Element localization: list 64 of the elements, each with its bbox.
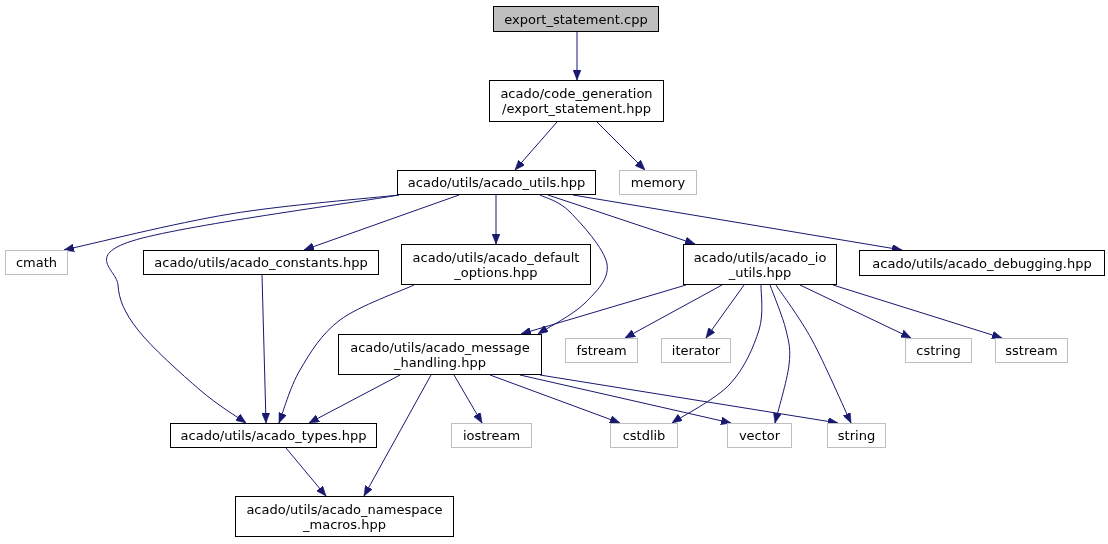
system-header-box [451, 423, 532, 448]
dependency-arrow [308, 374, 401, 424]
file-name: cstdlib [622, 428, 666, 443]
file-name: acado/utils/acado_default _options.hpp [411, 249, 581, 280]
file-name: cmath [15, 255, 58, 270]
dependency-arrow [491, 194, 501, 245]
dependency-arrow [106, 194, 400, 424]
system-header-box [610, 423, 678, 448]
file-name: memory [630, 175, 686, 190]
dependency-arrow [799, 284, 912, 339]
system-header-box [619, 170, 697, 195]
file-name: sstream [1005, 343, 1058, 358]
header-file-box [489, 80, 664, 122]
file-name: acado/utils/acado_constants.hpp [154, 255, 368, 270]
file-name: iterator [671, 343, 721, 358]
file-name: vector [738, 428, 781, 443]
dependency-arrow [514, 121, 558, 171]
file-name: acado/utils/acado_utils.hpp [407, 175, 586, 190]
dependency-arrow [832, 284, 1003, 340]
source-file-box [493, 6, 659, 32]
dependency-arrow [547, 194, 696, 245]
header-file-box [235, 496, 454, 537]
file-name: export_statement.cpp [504, 11, 648, 27]
dependency-arrow [769, 284, 791, 424]
system-header-box [995, 338, 1068, 363]
header-file-box [859, 250, 1105, 276]
header-file-box [397, 170, 596, 195]
dependency-arrow [520, 284, 687, 336]
dependency-arrow [489, 374, 621, 424]
dependency-arrow [537, 194, 608, 335]
system-header-box [661, 338, 731, 363]
dependency-arrow [596, 121, 646, 171]
header-file-box [683, 244, 837, 285]
dependency-arrow [278, 284, 415, 424]
file-name: acado/utils/acado_message _handling.hpp [349, 339, 531, 370]
dependency-arrow [303, 194, 460, 251]
file-name: fstream [576, 343, 627, 358]
system-header-box [565, 338, 638, 363]
dependency-arrow [285, 447, 327, 497]
dependency-arrow [261, 274, 270, 424]
dependency-arrow [775, 284, 852, 424]
dependency-arrow [453, 374, 483, 424]
header-file-box [170, 423, 377, 448]
file-name: cstring [916, 343, 961, 358]
system-header-box [727, 423, 792, 448]
file-name: iostream [462, 428, 521, 443]
file-name: acado/utils/acado_io _utils.hpp [692, 249, 828, 280]
dependency-arrow [705, 284, 745, 339]
dependency-arrow [519, 374, 732, 425]
header-file-box [401, 244, 591, 285]
header-file-box [338, 334, 542, 375]
header-file-box [143, 250, 379, 275]
file-name: acado/code_generation /export_statement.hpp [499, 86, 654, 116]
dependency-arrow [671, 284, 763, 424]
system-header-box [5, 250, 68, 275]
dependency-arrow [572, 31, 582, 81]
file-name: acado/utils/acado_debugging.hpp [872, 255, 1092, 271]
dependency-arrow [363, 374, 432, 497]
file-name: acado/utils/acado_namespace _macros.hpp [245, 501, 444, 532]
file-name: string [837, 428, 876, 443]
file-name: acado/utils/acado_types.hpp [180, 428, 367, 443]
dependency-arrow [624, 284, 723, 339]
system-header-box [905, 338, 972, 363]
system-header-box [827, 423, 886, 448]
